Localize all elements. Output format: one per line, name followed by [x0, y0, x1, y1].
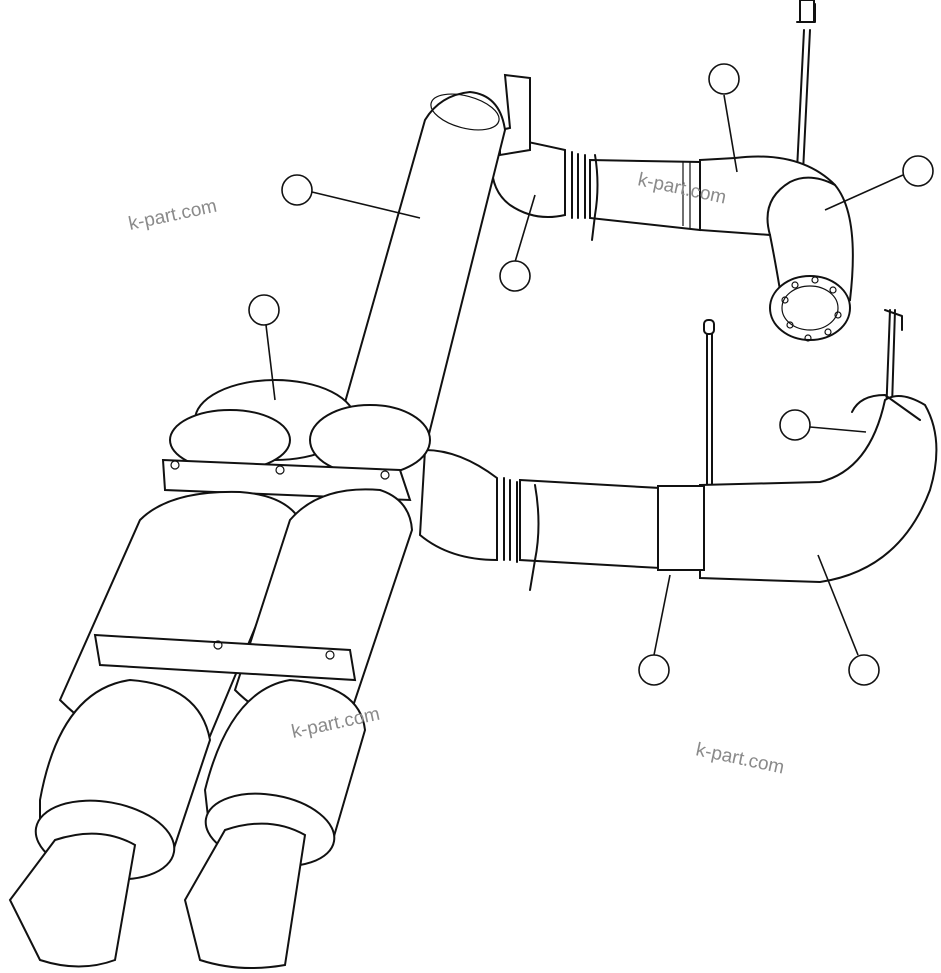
callout-c2: [499, 260, 531, 292]
callout-c7: [638, 654, 670, 686]
callout-c1: [281, 174, 313, 206]
callout-circles: [248, 63, 934, 686]
upper-elbow-assembly: [490, 0, 854, 342]
callout-c3: [708, 63, 740, 95]
callout-c5: [248, 294, 280, 326]
silencer-assembly: [8, 379, 431, 970]
watermark-4: k-part.com: [694, 739, 786, 778]
diagonal-pipe: [338, 90, 507, 452]
callout-c4: [902, 155, 934, 187]
watermark-1: k-part.com: [127, 196, 219, 235]
flange-bolts: [781, 276, 842, 342]
lower-pipe-assembly: [418, 309, 938, 591]
callout-c6: [779, 409, 811, 441]
callout-leaders: [265, 94, 904, 656]
callout-c8: [848, 654, 880, 686]
